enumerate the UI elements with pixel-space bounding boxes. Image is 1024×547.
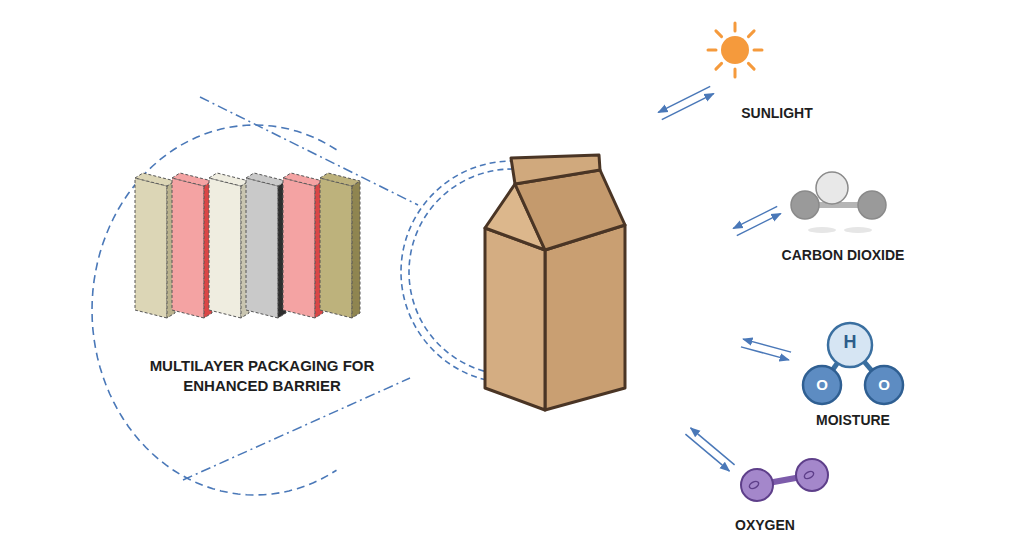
carbon-dioxide-icon: CARBON DIOXIDE bbox=[760, 160, 930, 270]
atom bbox=[803, 366, 841, 404]
exchange-arrow bbox=[741, 347, 789, 360]
exchange-arrow bbox=[743, 339, 791, 352]
sun-ray bbox=[716, 31, 722, 37]
shadow bbox=[844, 227, 872, 233]
factor-label: SUNLIGHT bbox=[741, 104, 813, 122]
atom-mark bbox=[803, 470, 815, 480]
factor-label: MOISTURE bbox=[816, 411, 890, 429]
layer-face bbox=[320, 178, 352, 318]
milk-carton bbox=[485, 155, 625, 410]
layer-edge bbox=[352, 181, 360, 318]
sun-ray bbox=[734, 23, 737, 31]
layer-face bbox=[209, 178, 241, 318]
sun-ray bbox=[754, 49, 762, 52]
exchange-arrow bbox=[737, 214, 781, 236]
zoom-line bbox=[183, 378, 410, 480]
atom bbox=[791, 191, 819, 219]
barrier-layer bbox=[320, 173, 360, 318]
carton-fin bbox=[511, 155, 600, 184]
atom bbox=[865, 366, 903, 404]
carton-face bbox=[485, 228, 545, 410]
atom-symbol: H bbox=[844, 331, 857, 354]
sun-ray bbox=[716, 63, 722, 69]
sun-ray bbox=[748, 63, 754, 69]
atom bbox=[858, 191, 886, 219]
moisture-icon: H O O MOISTURE bbox=[780, 318, 930, 434]
layer-face bbox=[172, 178, 204, 318]
callout-title: MULTILAYER PACKAGING FOR ENHANCED BARRIE… bbox=[137, 356, 387, 395]
exchange-arrow bbox=[733, 206, 777, 228]
layer-top bbox=[209, 173, 249, 186]
barrier-layer bbox=[172, 173, 212, 318]
layer-top bbox=[246, 173, 286, 186]
sun-symbol bbox=[708, 23, 762, 77]
layer-face bbox=[246, 178, 278, 318]
atom bbox=[796, 459, 828, 491]
atom-mark bbox=[748, 480, 760, 490]
exchange-arrow bbox=[685, 434, 729, 471]
layer-top bbox=[172, 173, 212, 186]
factor-label: CARBON DIOXIDE bbox=[782, 246, 905, 264]
water-molecule bbox=[803, 323, 903, 404]
exchange-arrows bbox=[658, 86, 791, 471]
shadow bbox=[808, 227, 836, 233]
sun-ray bbox=[708, 49, 716, 52]
callout-outline bbox=[92, 125, 337, 495]
node-shape bbox=[70, 110, 430, 500]
packaging-callout: MULTILAYER PACKAGING FOR ENHANCED BARRIE… bbox=[70, 110, 430, 500]
atom bbox=[741, 469, 773, 501]
barrier-layer bbox=[209, 173, 249, 318]
sun-disc bbox=[721, 36, 749, 64]
layer-top bbox=[283, 173, 323, 186]
layer-top bbox=[320, 173, 360, 186]
layer-top bbox=[135, 173, 175, 186]
sun-ray bbox=[748, 31, 754, 37]
molecule-symbol bbox=[791, 172, 886, 233]
exchange-arrow bbox=[658, 86, 710, 112]
atom bbox=[828, 323, 872, 367]
atom bbox=[816, 172, 848, 204]
carton-face bbox=[545, 225, 625, 410]
layer-face bbox=[283, 178, 315, 318]
exchange-arrow bbox=[691, 428, 735, 465]
barrier-layer bbox=[283, 173, 323, 318]
atom-symbol: O bbox=[878, 375, 890, 395]
barrier-layer bbox=[135, 173, 175, 318]
sun-ray bbox=[734, 69, 737, 77]
oxygen-icon: OXYGEN bbox=[715, 455, 845, 540]
zoom-lines bbox=[183, 97, 418, 480]
oxygen-molecule bbox=[741, 459, 828, 501]
atom-symbol: O bbox=[816, 375, 828, 395]
sunlight-icon: SUNLIGHT bbox=[700, 10, 850, 128]
barrier-layer bbox=[246, 173, 286, 318]
layer-face bbox=[135, 178, 167, 318]
factor-label: OXYGEN bbox=[735, 516, 795, 534]
